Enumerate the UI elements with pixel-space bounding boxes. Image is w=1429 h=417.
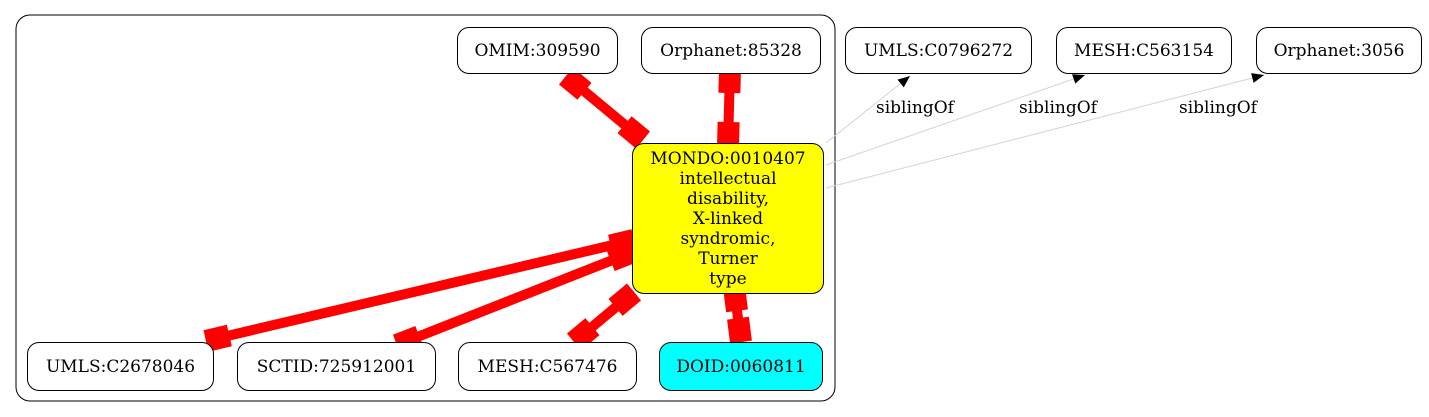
node-umls-c2678046[interactable]: UMLS:C2678046 (27, 342, 214, 391)
node-label: OMIM:309590 (474, 40, 601, 61)
center-node-line: intellectual (679, 168, 777, 189)
edge-umls-c2678046 (204, 235, 636, 346)
node-mesh-c563154[interactable]: MESH:C563154 (1056, 27, 1232, 74)
node-label: UMLS:C2678046 (45, 356, 196, 377)
edge-end-marker (606, 241, 638, 272)
arrowhead-icon (897, 76, 910, 88)
center-node[interactable]: MONDO:0010407 intellectual disability, X… (632, 143, 824, 294)
edge-end-marker (558, 67, 592, 100)
edge-label-sibling-of: siblingOf (876, 98, 954, 118)
edge-end-marker (717, 121, 740, 147)
node-umls-c0796272[interactable]: UMLS:C0796272 (845, 27, 1032, 74)
edge-end-marker (617, 116, 651, 149)
node-mesh-c567476[interactable]: MESH:C567476 (458, 342, 637, 391)
node-omim[interactable]: OMIM:309590 (457, 27, 618, 74)
center-node-line: Turner (698, 248, 758, 269)
node-doid[interactable]: DOID:0060811 (659, 342, 823, 391)
edge-sibling-orphanet-3056 (825, 74, 1265, 189)
node-label: Orphanet:85328 (660, 40, 802, 61)
center-node-id: MONDO:0010407 (650, 148, 806, 169)
node-sctid[interactable]: SCTID:725912001 (237, 342, 436, 391)
edge-end-marker (727, 316, 752, 344)
arrowhead-icon (1072, 74, 1085, 84)
edge-end-marker (608, 283, 642, 316)
center-node-line: syndromic, (680, 228, 776, 249)
edge-sibling-mesh-c563154 (825, 74, 1086, 166)
node-label: UMLS:C0796272 (863, 40, 1014, 61)
node-orphanet-3056[interactable]: Orphanet:3056 (1256, 27, 1422, 74)
center-node-line: X-linked (692, 208, 764, 229)
node-label: Orphanet:3056 (1273, 40, 1405, 61)
edge-label-sibling-of: siblingOf (1019, 98, 1097, 118)
node-orphanet-85328[interactable]: Orphanet:85328 (641, 27, 821, 74)
edge-sctid (395, 247, 635, 350)
edge-label-sibling-of: siblingOf (1179, 98, 1257, 118)
center-node-line: disability, (687, 188, 769, 209)
edge-end-marker (718, 68, 741, 94)
node-label: SCTID:725912001 (256, 356, 417, 377)
center-node-line: type (709, 268, 747, 289)
node-label: DOID:0060811 (676, 356, 806, 377)
node-label: MESH:C567476 (477, 356, 618, 377)
node-label: MESH:C563154 (1074, 40, 1214, 61)
edge-sibling-umls-c0796272 (825, 75, 911, 144)
cluster-border (15, 14, 836, 402)
arrowhead-icon (1251, 73, 1264, 83)
